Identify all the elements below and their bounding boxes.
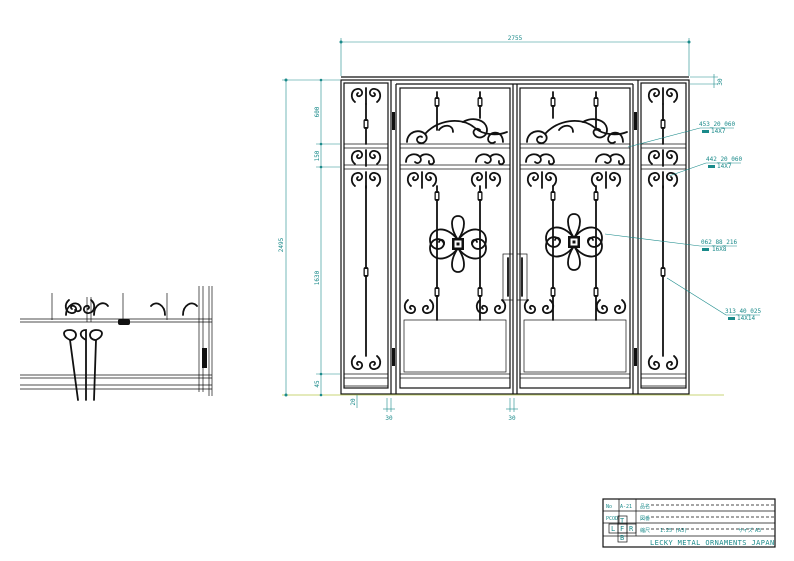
callout-3-size: 16X8	[712, 246, 727, 253]
tb-view-l: L	[611, 525, 615, 533]
dim-overall-height: 2495	[278, 237, 285, 252]
dim-bottom-offset-center: 30	[508, 415, 516, 422]
tb-size-value: A3	[755, 528, 761, 534]
part-callouts: 453_20_060 14X7 442_20_060 14X7 062_88_2…	[604, 121, 762, 322]
tb-pcod-label: PCOD	[606, 516, 618, 522]
dim-top-band: 600	[314, 106, 321, 117]
callout-1-code: 453_20_060	[699, 121, 736, 128]
tb-view-r: R	[629, 525, 634, 533]
dim-main-panel: 1630	[314, 270, 321, 285]
tb-no-label: No	[606, 504, 612, 510]
callout-4-size: 14X14	[737, 315, 755, 322]
dim-base-band: 45	[314, 380, 321, 388]
dim-top-right-offset: 30	[717, 78, 724, 86]
tb-no-value: A-21	[620, 504, 632, 510]
callout-4-code: 313_40_025	[725, 308, 762, 315]
tb-company-name: LECKY METAL ORNAMENTS JAPAN	[650, 539, 775, 547]
title-block: No A-21 品名 PCOD 図番 縮尺 1:25 (A3) サイズ A3 L…	[602, 498, 776, 548]
callout-2-code: 442_20_060	[706, 156, 743, 163]
tb-size-label: サイズ	[738, 527, 753, 534]
gate-elevation	[340, 76, 690, 395]
side-detail-view	[20, 286, 213, 401]
tb-view-t: T	[620, 517, 625, 525]
callout-1-size: 14X7	[711, 128, 726, 135]
dim-mid-band: 150	[314, 150, 321, 161]
tb-item-name-label: 品名	[640, 503, 650, 510]
callout-2-size: 14X7	[717, 163, 732, 170]
dim-ground-gap: 20	[350, 398, 357, 406]
dimension-lines: 2755 2495 600 150 1630 45 30 20 30 30	[278, 35, 724, 422]
tb-view-f: F	[620, 525, 624, 533]
tb-scale-value: 1:25 (A3)	[660, 528, 687, 534]
tb-scale-label: 縮尺	[640, 527, 650, 534]
dim-bottom-offset-left: 30	[385, 415, 393, 422]
dim-overall-width: 2755	[508, 35, 523, 42]
tb-view-b: B	[620, 534, 624, 542]
tb-drawing-no-label: 図番	[640, 515, 650, 522]
callout-3-code: 062_88_216	[701, 239, 738, 246]
